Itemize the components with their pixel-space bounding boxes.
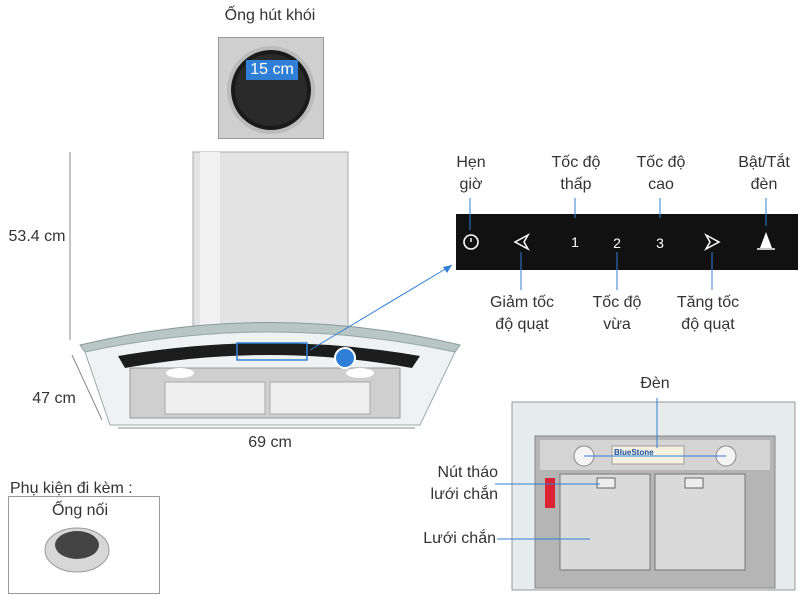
timer-label: Hẹn giờ (456, 154, 486, 193)
panel-key-1: 1 (571, 234, 579, 250)
brand-label: BlueStone (614, 448, 654, 457)
accessory-box (8, 496, 160, 594)
accessories-title: Phụ kiện đi kèm : (10, 480, 133, 497)
depth-label: 47 cm (32, 390, 76, 407)
duct-diameter-badge: 15 cm (246, 60, 298, 80)
accessory-item-label: Ống nối (51, 502, 109, 519)
speed-high-label: Tốc độ cao (636, 154, 686, 193)
filter-release-label: Nút tháo lưới chắn (430, 464, 498, 503)
width-label: 69 cm (248, 434, 292, 451)
panel-key-2: 2 (613, 235, 621, 251)
height-label: 53.4 cm (8, 228, 66, 245)
duct-pipe-title: Ống hút khói (224, 7, 316, 24)
light-toggle-label: Bật/Tắt đèn (738, 154, 790, 193)
panel-key-3: 3 (656, 235, 664, 251)
light-label: Đèn (640, 375, 670, 392)
speed-increase-label: Tăng tốc độ quạt (676, 294, 740, 333)
speed-medium-label: Tốc độ vừa (592, 294, 642, 333)
filter-label: Lưới chắn (423, 530, 496, 547)
speed-decrease-label: Giảm tốc độ quạt (489, 294, 554, 333)
speed-low-label: Tốc độ thấp (551, 154, 601, 193)
